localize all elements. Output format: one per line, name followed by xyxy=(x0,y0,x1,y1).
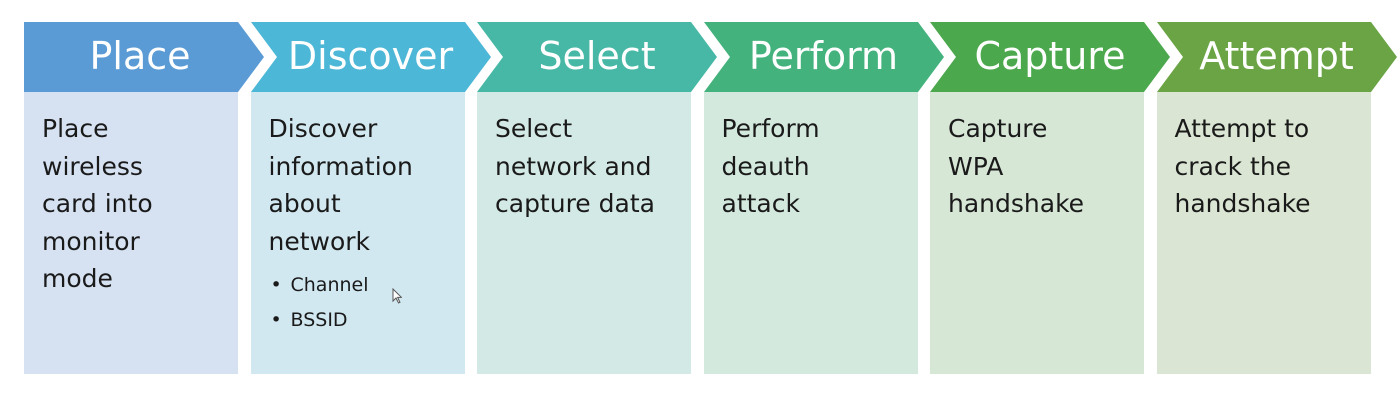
chevron-select: Select xyxy=(477,22,717,92)
step-title: Capture xyxy=(974,34,1126,78)
chevron-polygon xyxy=(250,22,491,92)
chevron-shape xyxy=(930,22,1170,92)
bullet-list: • Channel • BSSID xyxy=(269,268,455,338)
chevron-shape xyxy=(477,22,717,92)
step-title: Place xyxy=(89,34,191,78)
bullet-item: • Channel xyxy=(269,268,455,303)
bullet-dot-icon: • xyxy=(270,309,282,331)
chevron-polygon xyxy=(930,22,1170,92)
bullet-text: BSSID xyxy=(290,309,348,331)
chevron-polygon xyxy=(703,22,944,92)
chevron-polygon xyxy=(1156,22,1397,92)
chevron-shape xyxy=(24,22,264,92)
step-title: Perform xyxy=(748,34,899,78)
bullet-text: Channel xyxy=(290,274,369,296)
chevron-perform: Perform xyxy=(703,22,944,92)
chevron-polygon xyxy=(477,22,717,92)
chevron-shape xyxy=(1156,22,1397,92)
chevron-attempt: Attempt xyxy=(1156,22,1397,92)
chevron-polygon xyxy=(24,22,264,92)
mouse-pointer-icon xyxy=(392,288,402,304)
bullet-dot-icon: • xyxy=(270,274,282,296)
step-title: Discover xyxy=(287,34,454,78)
step-title: Select xyxy=(538,34,656,78)
chevron-shape xyxy=(250,22,491,92)
bullet-item: • BSSID xyxy=(269,303,455,338)
chevron-discover: Discover xyxy=(250,22,491,92)
chevron-capture: Capture xyxy=(930,22,1170,92)
chevron-place: Place xyxy=(24,22,264,92)
step-title: Attempt xyxy=(1199,34,1354,78)
chevron-shape xyxy=(703,22,944,92)
